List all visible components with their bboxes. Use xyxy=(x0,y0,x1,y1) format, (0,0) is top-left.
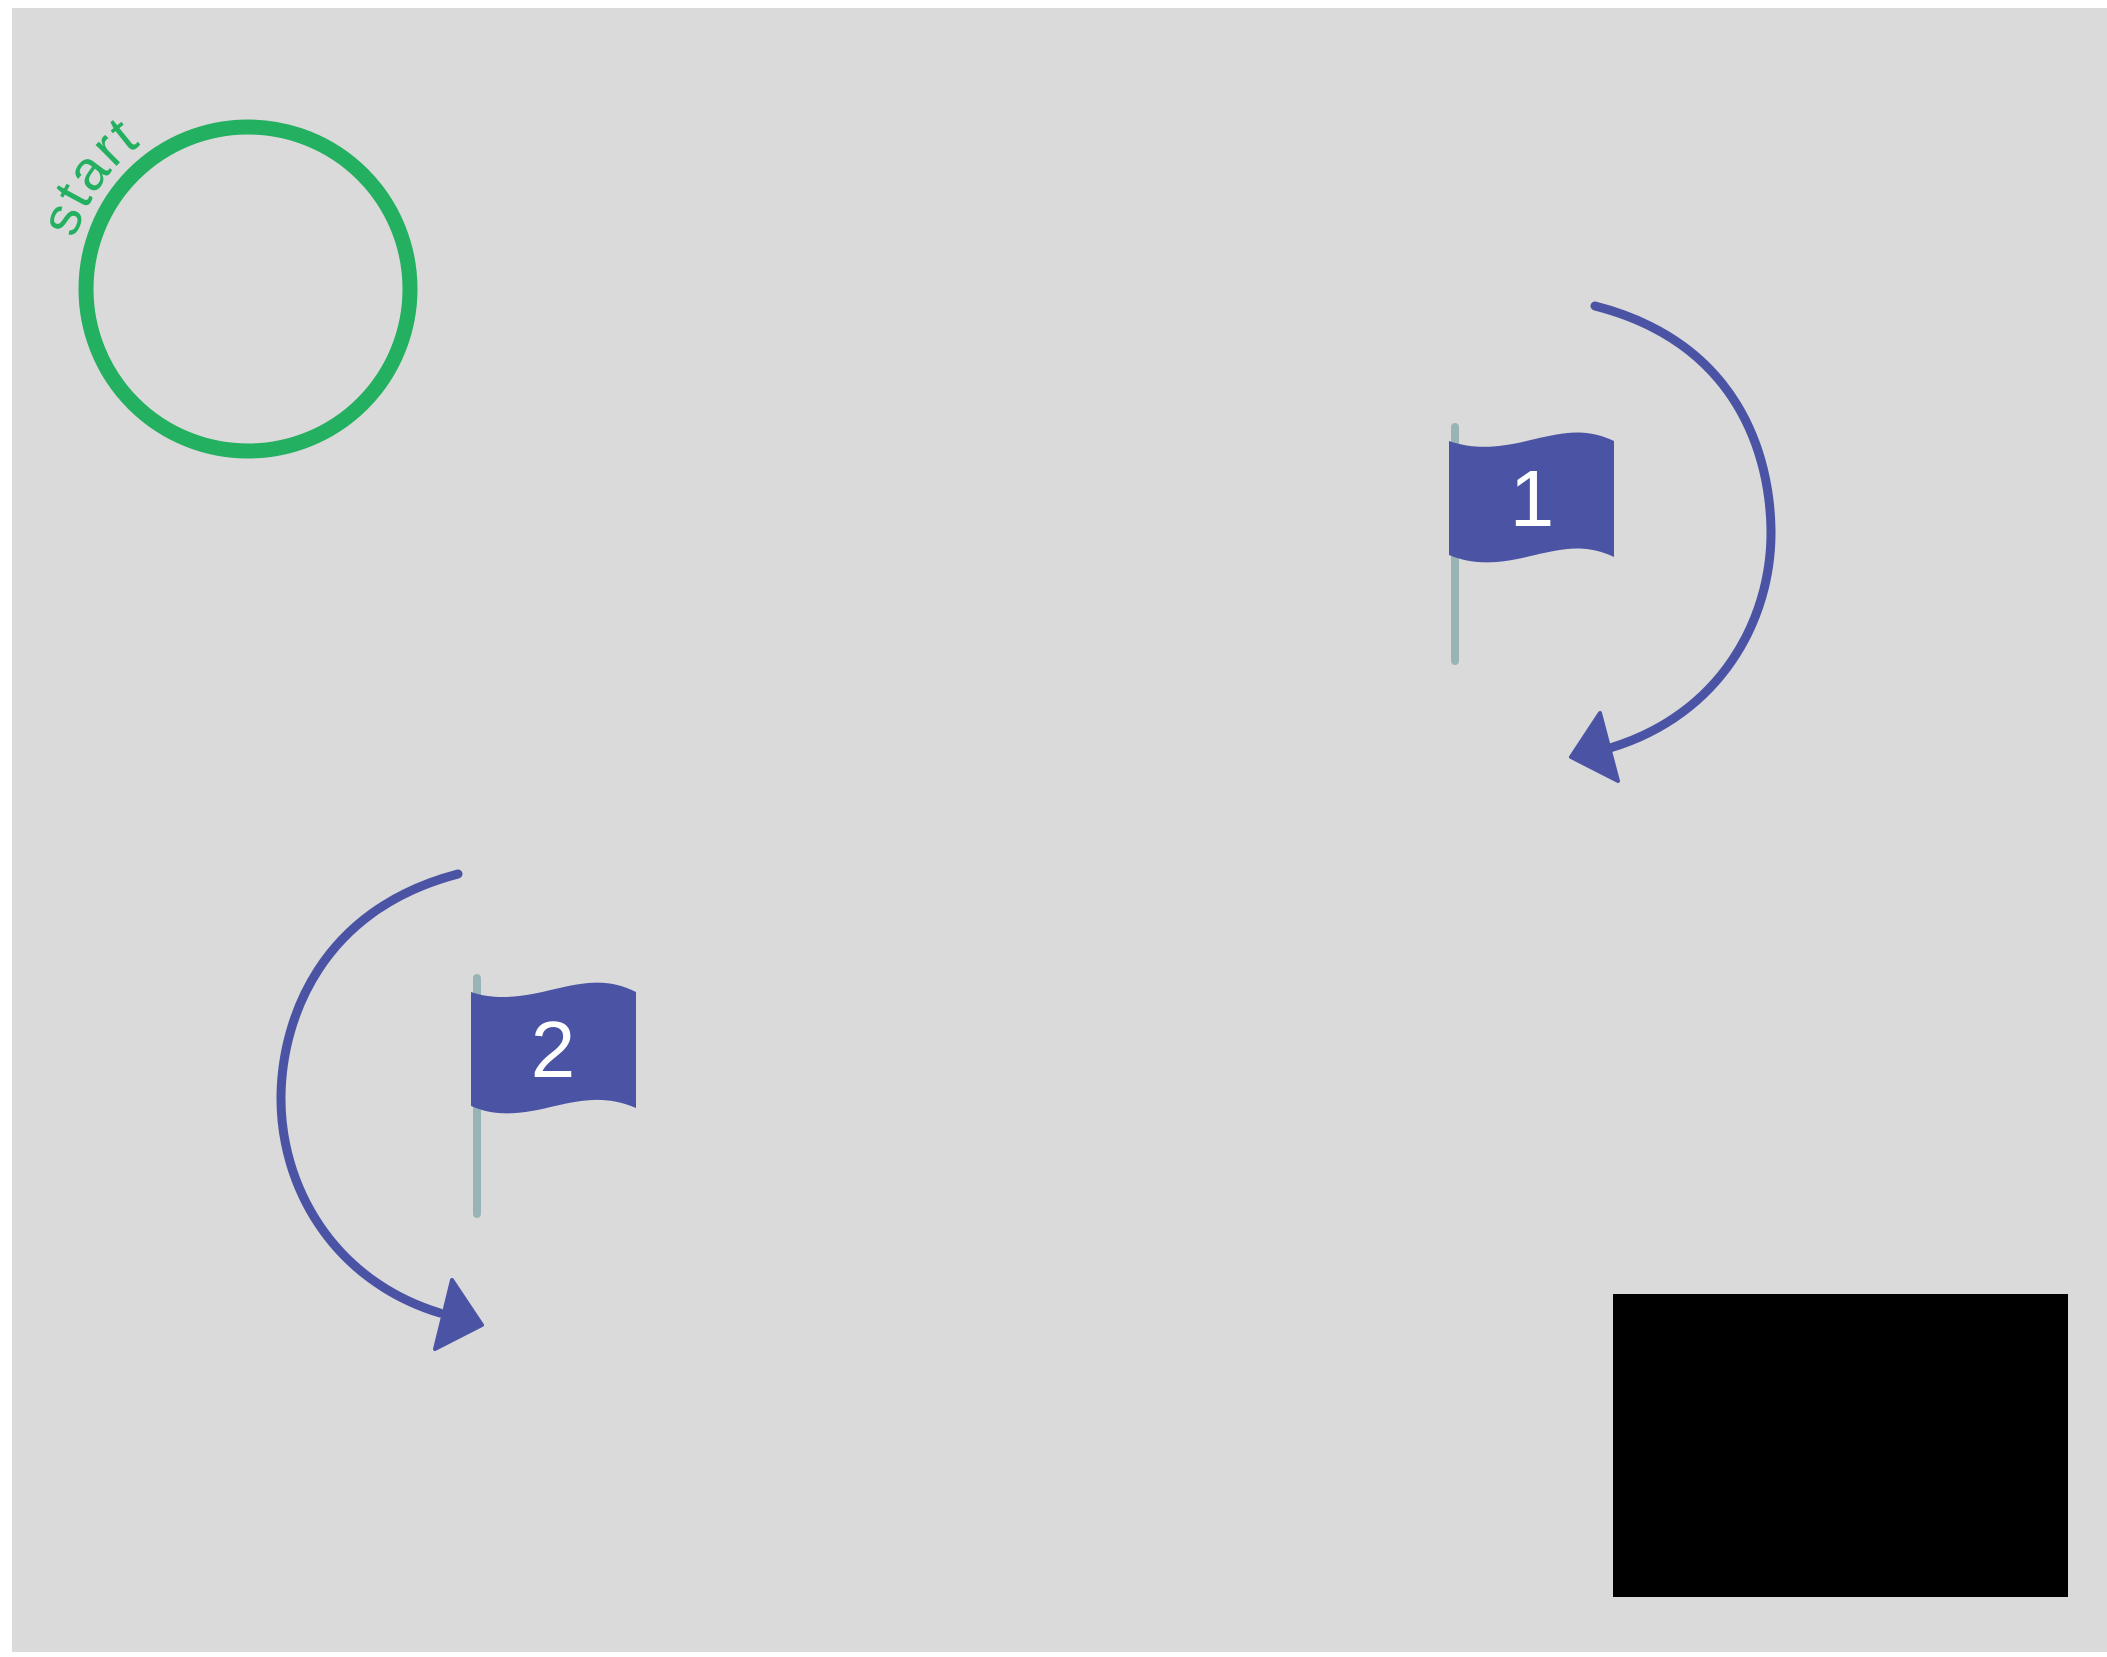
arrow-2-head xyxy=(433,1278,484,1351)
arrow-2 xyxy=(276,869,484,1351)
start-circle xyxy=(78,119,418,459)
arrow-2-curve xyxy=(276,869,463,1318)
flag-1: 1 xyxy=(1449,423,1614,665)
arrow-1 xyxy=(1569,301,1776,783)
flag-2-banner xyxy=(471,982,636,1114)
black-block xyxy=(1613,1294,2068,1597)
flag-1-number: 1 xyxy=(1510,454,1555,543)
flag-1-banner xyxy=(1449,432,1614,563)
arrow-1-head xyxy=(1569,711,1620,783)
flag-2: 2 xyxy=(471,974,636,1218)
flag-2-number: 2 xyxy=(531,1005,576,1094)
arrow-1-curve xyxy=(1590,301,1776,753)
